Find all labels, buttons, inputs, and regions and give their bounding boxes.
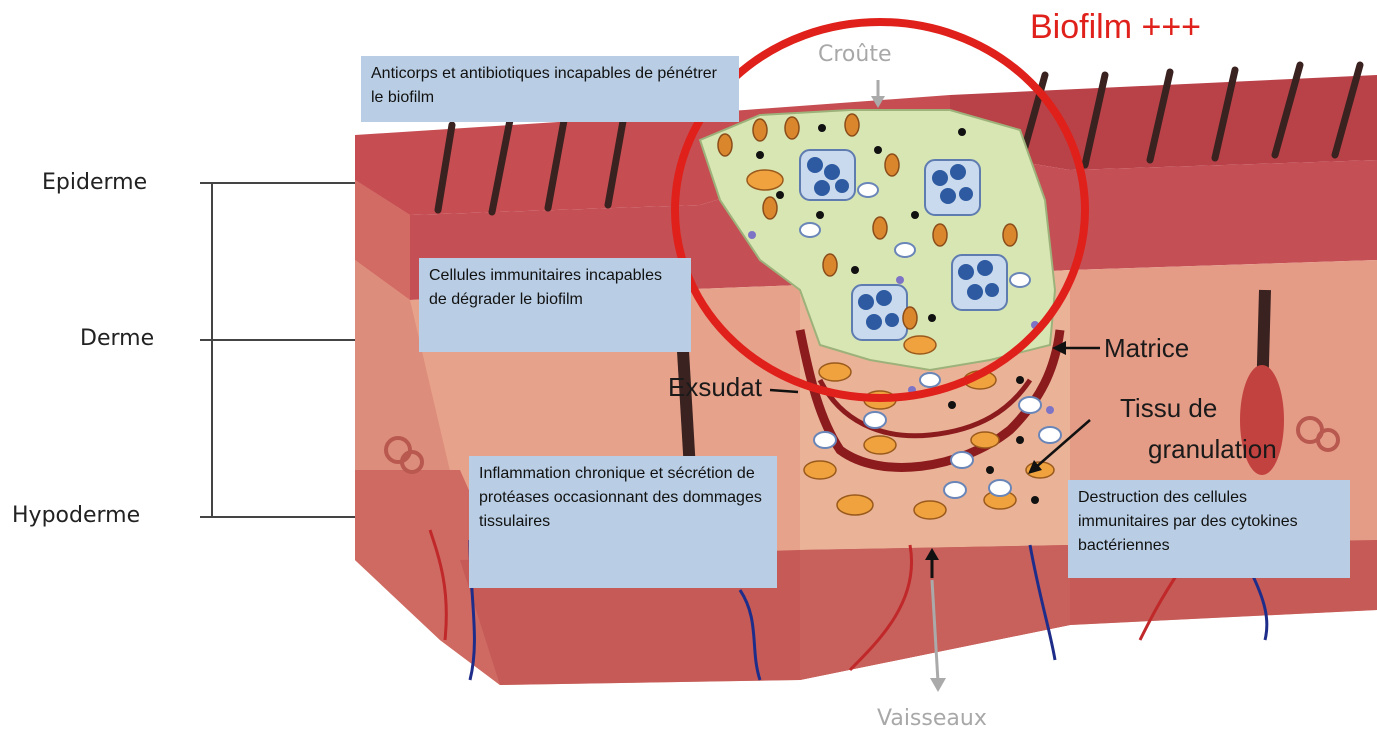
label-matrice: Matrice (1104, 333, 1189, 364)
label-tissu-line2: granulation (1148, 434, 1277, 465)
callout-antibodies: Anticorps et antibiotiques incapables de… (361, 56, 739, 122)
callout-inflammation: Inflammation chronique et sécrétion de p… (469, 456, 777, 588)
label-vaisseaux: Vaisseaux (877, 706, 987, 731)
label-exsudat: Exsudat (668, 372, 762, 403)
layer-label-hypoderme: Hypoderme (12, 503, 140, 528)
layer-label-epiderme: Epiderme (42, 170, 147, 195)
callout-destruction: Destruction des cellules immunitaires pa… (1068, 480, 1350, 578)
callout-immune-cells: Cellules immunitaires incapables de dégr… (419, 258, 691, 352)
biofilm-title: Biofilm +++ (1030, 8, 1201, 47)
label-tissu-line1: Tissu de (1120, 393, 1217, 424)
layer-label-derme: Derme (80, 326, 154, 351)
layer-brackets (200, 183, 355, 517)
label-croute: Croûte (818, 42, 892, 67)
